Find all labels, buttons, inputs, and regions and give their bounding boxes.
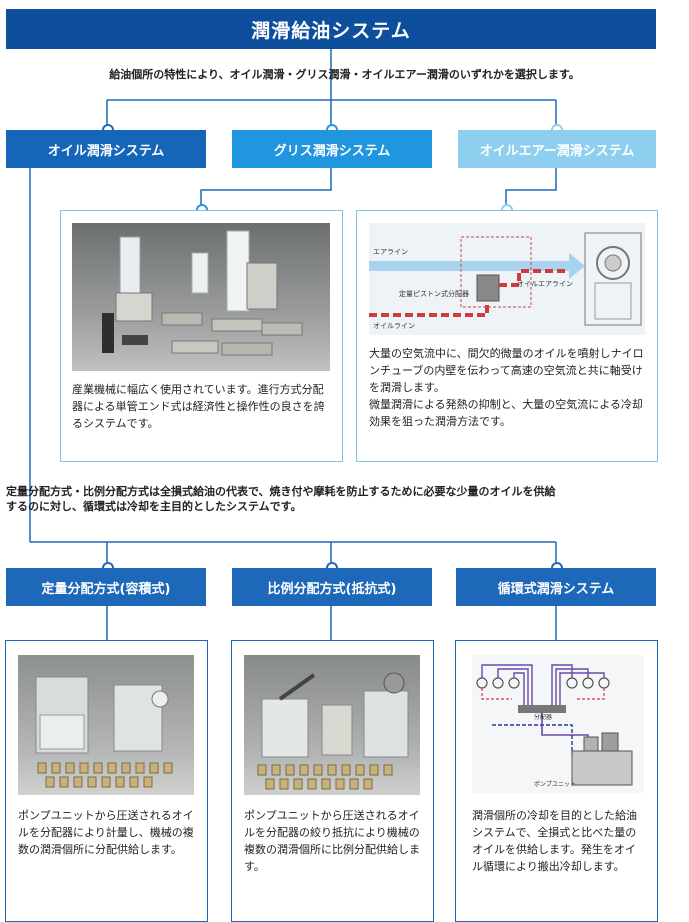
- oil-air-line-label: オイルエアライン: [517, 280, 573, 288]
- pump-unit-label: ポンプユニット: [534, 781, 576, 788]
- category-grease-lubrication[interactable]: グリス潤滑システム: [232, 130, 432, 168]
- grease-description: 産業機械に幅広く使用されています。進行方式分配器による単管エンド式は経済性と操作…: [72, 383, 325, 430]
- oil-air-description-2: 微量潤滑による発熱の抑制と、大量の空気流による冷却効果を狙った潤滑方法です。: [369, 398, 643, 428]
- category-oil-lubrication[interactable]: オイル潤滑システム: [6, 130, 206, 168]
- oil-air-description: 大量の空気流中に、間欠的微量のオイルを噴射しナイロンチューブの内壁を伝わって高速…: [369, 345, 649, 430]
- page-title: 潤滑給油システム: [6, 9, 656, 49]
- oil-air-description-1: 大量の空気流中に、間欠的微量のオイルを噴射しナイロンチューブの内壁を伝わって高速…: [369, 347, 644, 394]
- fixed-quantity-photo: [18, 655, 194, 795]
- circulating-diagram: 分配器 ポンプユニット: [472, 655, 644, 793]
- intro-text: 給油個所の特性により、オイル潤滑・グリス潤滑・オイルエアー潤滑のいずれかを選択し…: [109, 68, 580, 81]
- category-proportional[interactable]: 比例分配方式(抵抗式): [232, 568, 432, 606]
- air-line-label: エアライン: [373, 248, 408, 256]
- grease-system-photo: [72, 223, 330, 371]
- grease-panel: 産業機械に幅広く使用されています。進行方式分配器による単管エンド式は経済性と操作…: [60, 210, 343, 462]
- fixed-quantity-description: ポンプユニットから圧送されるオイルを分配器により計量し、機械の複数の潤滑個所に分…: [18, 809, 194, 856]
- oil-air-panel: エアライン オイルエアライン 定量ピストン式分配器 オイルライン 大量の空気流中…: [356, 210, 658, 462]
- category-circulating[interactable]: 循環式潤滑システム: [456, 568, 656, 606]
- system-note: 定量分配方式・比例分配方式は全損式給油の代表で、焼き付や摩耗を防止するために必要…: [6, 485, 556, 513]
- circulating-distributor-label: 分配器: [534, 714, 553, 721]
- circulating-panel: 分配器 ポンプユニット 潤滑個所の冷却を目的とした給油システムで、全損式と比べた…: [455, 640, 658, 922]
- oil-air-diagram: エアライン オイルエアライン 定量ピストン式分配器 オイルライン: [369, 223, 645, 335]
- fixed-quantity-panel: ポンプユニットから圧送されるオイルを分配器により計量し、機械の複数の潤滑個所に分…: [5, 640, 208, 922]
- circulating-description: 潤滑個所の冷却を目的とした給油システムで、全損式と比べた量のオイルを供給します。…: [472, 809, 637, 873]
- proportional-panel: ポンプユニットから圧送されるオイルを分配器の絞り抵抗により機械の複数の潤滑個所に…: [231, 640, 434, 922]
- distributor-label: 定量ピストン式分配器: [399, 290, 469, 298]
- category-fixed-quantity[interactable]: 定量分配方式(容積式): [6, 568, 206, 606]
- category-oil-air-lubrication[interactable]: オイルエアー潤滑システム: [458, 130, 656, 168]
- oil-line-label: オイルライン: [373, 322, 415, 330]
- proportional-photo: [244, 655, 420, 795]
- proportional-description: ポンプユニットから圧送されるオイルを分配器の絞り抵抗により機械の複数の潤滑個所に…: [244, 809, 420, 873]
